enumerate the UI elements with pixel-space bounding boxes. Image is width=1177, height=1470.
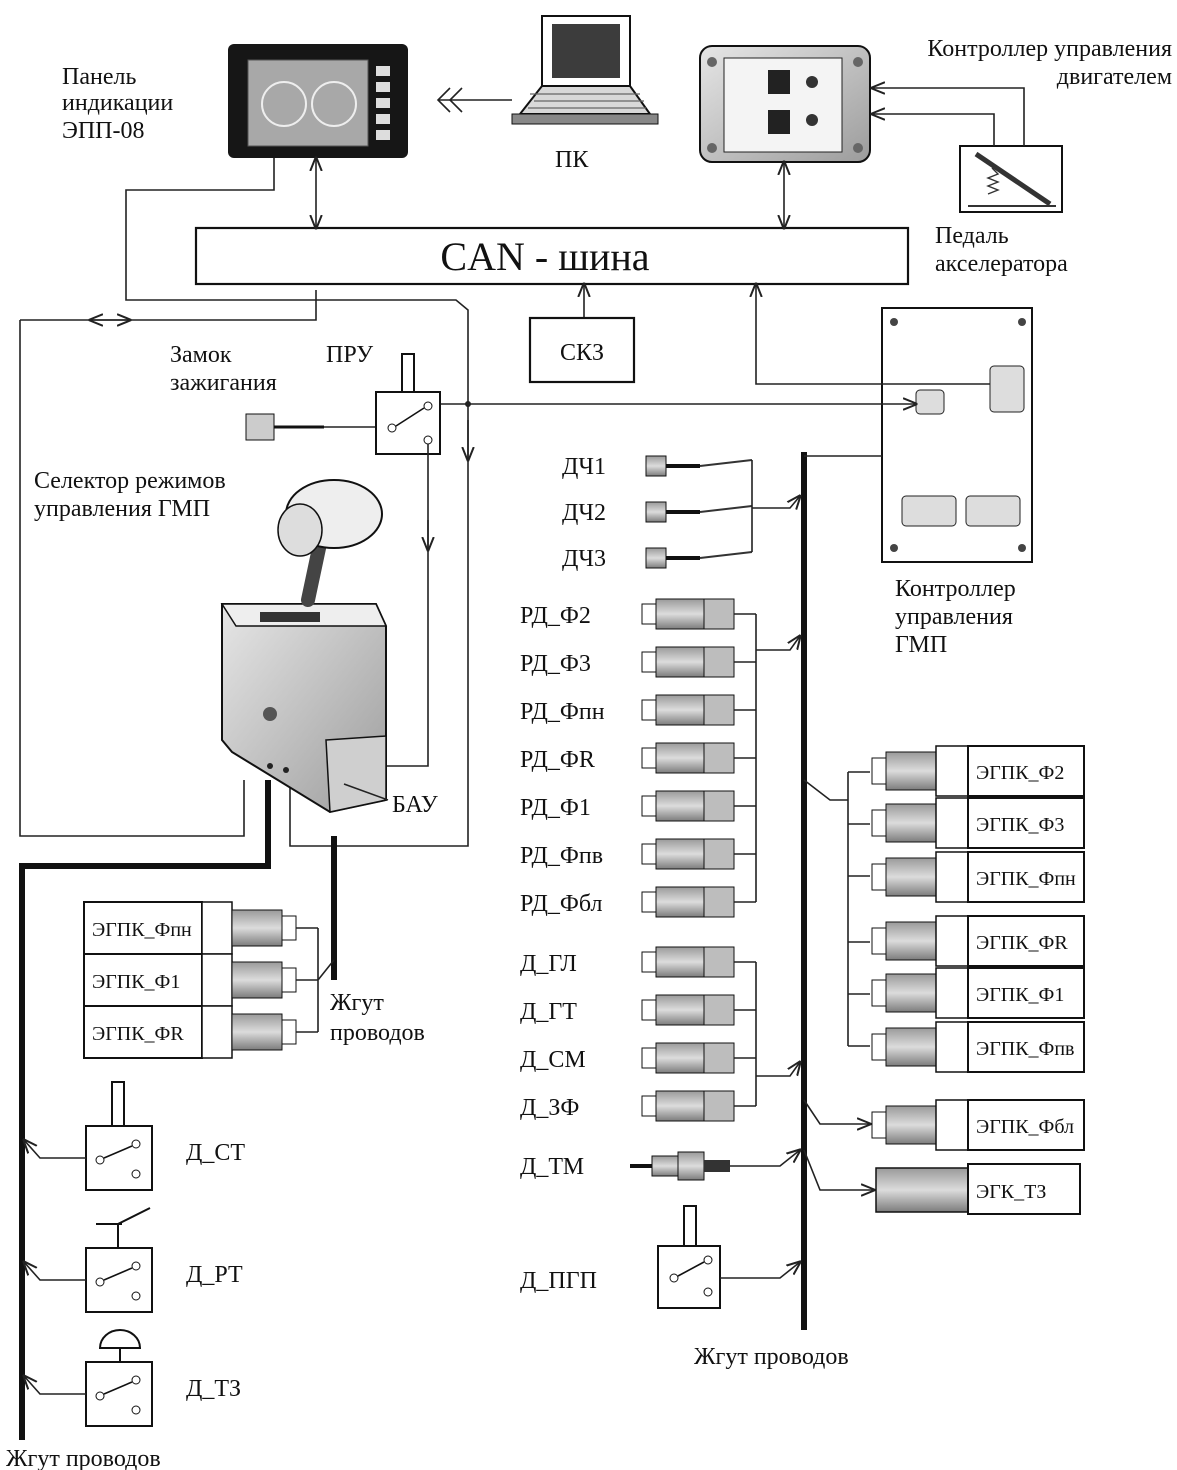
selector-label-2: управления ГМП <box>34 496 210 522</box>
pressure-sensor <box>642 599 756 629</box>
pressure-sensor-label: РД_Фбл <box>520 891 602 917</box>
left-switches: Д_СТ Д_РТ Д_ТЗ <box>24 1082 245 1426</box>
pgp-sensor <box>658 1206 800 1308</box>
pc-label: ПК <box>555 147 589 173</box>
pressure-sensor <box>642 647 756 677</box>
accelerator-pedal <box>960 146 1062 212</box>
pressure-sensor <box>642 791 756 821</box>
speed-sensor <box>646 502 752 522</box>
left-harness <box>22 780 268 1440</box>
valve-label: ЭГПК_Ф3 <box>976 814 1064 836</box>
harness-bottom-center-label: Жгут проводов <box>694 1344 849 1370</box>
gk-valve-label: ЭГК_ТЗ <box>976 1181 1046 1203</box>
panel-label-1: Панель <box>62 64 136 90</box>
other-sensor <box>642 947 756 977</box>
valve-label: ЭГПК_Фбл <box>976 1116 1074 1138</box>
gk-valve: ЭГК_ТЗ <box>804 1150 1080 1214</box>
valve: ЭГПК_Фпв <box>872 1022 1084 1072</box>
left-valve: ЭГПК_Ф1 <box>84 954 318 1006</box>
pressure-switch: Д_РТ <box>24 1208 243 1312</box>
can-bus-label: CAN - шина <box>440 234 649 279</box>
switch-label: Д_ТЗ <box>186 1376 241 1402</box>
valve: ЭГПК_ФR <box>872 916 1084 966</box>
pressure-sensor <box>642 887 756 917</box>
valve-label: ЭГПК_Ф2 <box>976 762 1064 784</box>
pru-label: ПРУ <box>326 342 373 368</box>
panel-label-3: ЭПП-08 <box>62 118 145 144</box>
switch-label: Д_СТ <box>186 1140 245 1166</box>
gmp-controller-label-1: Контроллер <box>895 576 1016 602</box>
left-valve: ЭГПК_ФR <box>84 1006 318 1058</box>
valve: ЭГПК_Ф3 <box>872 798 1084 848</box>
gmp-controller <box>882 308 1032 562</box>
pedal-label-1: Педаль <box>935 223 1009 249</box>
skz-label: СКЗ <box>560 340 604 366</box>
left-valve-label: ЭГПК_Фпн <box>92 919 192 941</box>
harness-left-label-1: Жгут <box>330 990 384 1016</box>
pru-switch <box>376 354 440 454</box>
other-sensor-label: Д_ГЛ <box>520 951 577 977</box>
other-sensors: Д_ГЛ Д_ГТ Д_СМ Д_ЗФ <box>520 947 800 1121</box>
valve: ЭГПК_Фпн <box>872 852 1084 902</box>
pgp-sensor-label: Д_ПГП <box>520 1268 597 1294</box>
panel-label-2: индикации <box>62 90 173 116</box>
engine-controller-label-1: Контроллер управления <box>927 36 1172 62</box>
pressure-sensor <box>642 695 756 725</box>
left-valve: ЭГПК_Фпн <box>84 902 318 954</box>
gmp-controller-label-3: ГМП <box>895 632 947 658</box>
temp-sensor-label: Д_ТМ <box>520 1154 584 1180</box>
pressure-switch: Д_СТ <box>24 1082 245 1190</box>
valve-label: ЭГПК_ФR <box>976 932 1068 954</box>
other-sensor <box>642 1091 756 1121</box>
speed-sensor-label: ДЧ1 <box>562 454 606 480</box>
temp-sensor <box>630 1150 800 1180</box>
pressure-sensor-label: РД_Фпн <box>520 699 605 725</box>
speed-sensor-label: ДЧ3 <box>562 546 606 572</box>
pedal-label-2: акселератора <box>935 251 1068 277</box>
valve-label: ЭГПК_Фпн <box>976 868 1076 890</box>
gear-selector <box>222 480 386 812</box>
harness-bottom-left-label: Жгут проводов <box>6 1446 161 1470</box>
bau-label: БАУ <box>392 792 438 818</box>
other-sensor <box>642 995 756 1025</box>
pressure-sensor <box>642 839 756 869</box>
ignition-label-1: Замок <box>170 342 232 368</box>
valve: ЭГПК_Фбл <box>872 1100 1084 1150</box>
switch-label: Д_РТ <box>186 1262 243 1288</box>
speed-sensor-label: ДЧ2 <box>562 500 606 526</box>
display-panel <box>228 44 408 158</box>
ignition-label-2: зажигания <box>170 370 277 396</box>
engine-controller-label-2: двигателем <box>1057 64 1172 90</box>
laptop-pc <box>512 16 658 124</box>
pressure-sensor-label: РД_Ф3 <box>520 651 591 677</box>
other-sensor-label: Д_ЗФ <box>520 1095 579 1121</box>
selector-label-1: Селектор режимов <box>34 468 226 494</box>
valve-label: ЭГПК_Ф1 <box>976 984 1064 1006</box>
pressure-switch: Д_ТЗ <box>24 1330 241 1426</box>
left-valve-label: ЭГПК_Ф1 <box>92 971 180 993</box>
ignition-lock <box>246 414 376 440</box>
gmp-controller-label-2: управления <box>895 604 1013 630</box>
left-valve-label: ЭГПК_ФR <box>92 1023 184 1045</box>
other-sensor <box>642 1043 756 1073</box>
valve: ЭГПК_Ф2 <box>872 746 1084 796</box>
valve: ЭГПК_Ф1 <box>872 968 1084 1018</box>
engine-controller <box>700 46 870 162</box>
pressure-sensor-label: РД_Фпв <box>520 843 603 869</box>
speed-sensor <box>646 548 752 568</box>
other-sensor-label: Д_ГТ <box>520 999 577 1025</box>
pressure-sensor <box>642 743 756 773</box>
harness-left-label-2: проводов <box>330 1020 425 1046</box>
other-sensor-label: Д_СМ <box>520 1047 586 1073</box>
pressure-sensor-label: РД_Ф1 <box>520 795 591 821</box>
speed-sensor <box>646 456 752 476</box>
pressure-sensor-label: РД_ФR <box>520 747 595 773</box>
pressure-sensor-label: РД_Ф2 <box>520 603 591 629</box>
valve-label: ЭГПК_Фпв <box>976 1038 1075 1060</box>
